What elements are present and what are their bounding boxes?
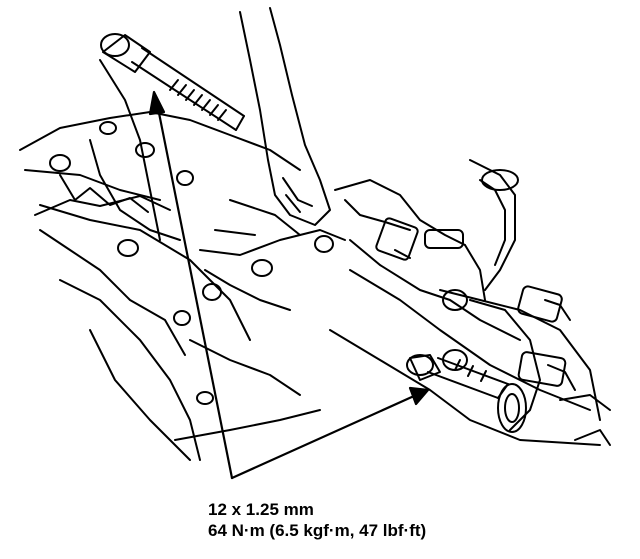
- leader-upper: [156, 106, 234, 480]
- torque-spec-label: 64 N·m (6.5 kgf·m, 47 lbf·ft): [208, 521, 427, 540]
- engine-block-casting: [19, 59, 346, 461]
- coolant-pipe: [239, 7, 331, 226]
- leader-lower: [230, 394, 416, 480]
- lower-arrowhead: [408, 386, 430, 406]
- solenoid-housing: [329, 159, 611, 446]
- upper-arrowhead: [148, 90, 166, 116]
- lower-bolt: [406, 354, 527, 433]
- callout-leaders: [148, 90, 430, 480]
- bolt-size-label: 12 x 1.25 mm: [208, 500, 314, 519]
- upper-bolt: [100, 33, 245, 131]
